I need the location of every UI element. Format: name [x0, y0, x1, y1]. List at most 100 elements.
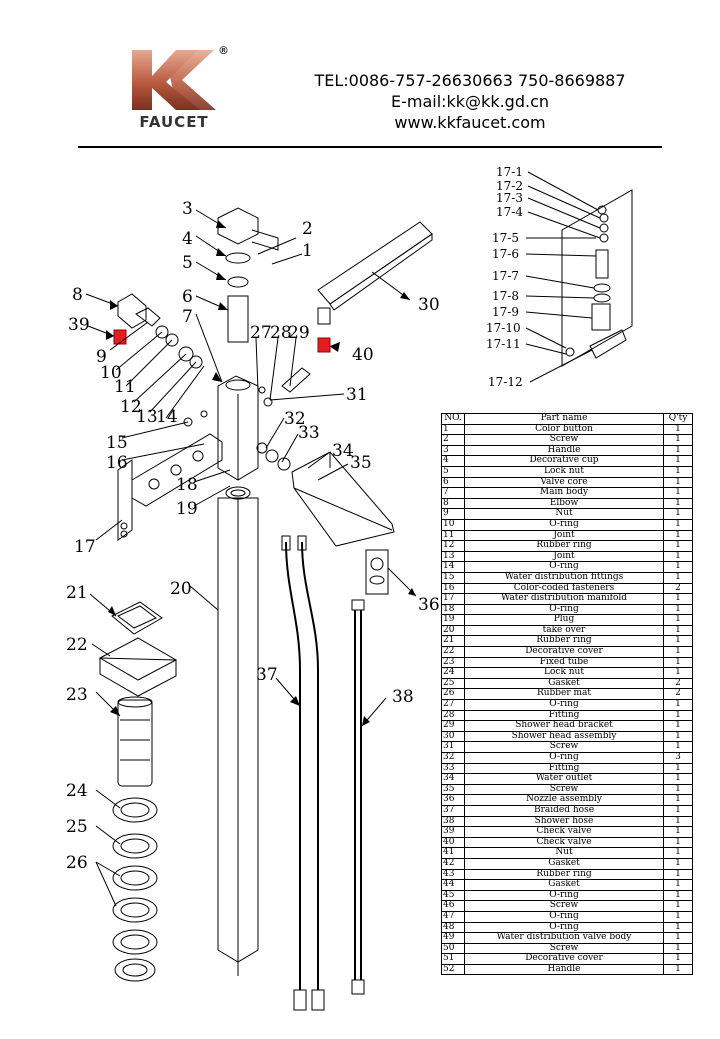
cell-no: 34 [441, 773, 465, 785]
cell-no: 37 [441, 804, 465, 817]
cell-qty: 1 [663, 804, 693, 817]
callout-6: 6 [182, 287, 193, 307]
valve-core [227, 295, 249, 343]
callout-21: 21 [66, 583, 88, 603]
cell-qty: 1 [663, 709, 693, 722]
callout-17-6: 17-6 [492, 247, 519, 261]
cell-qty: 1 [663, 444, 693, 457]
cell-name: Main body [464, 487, 664, 499]
callout-30: 30 [418, 295, 440, 315]
cell-no: 23 [441, 656, 465, 669]
cell-name: O-ring [464, 752, 664, 764]
cell-qty: 1 [663, 561, 693, 573]
cell-name: O-ring [464, 518, 664, 531]
cell-name: Elbow [464, 497, 664, 510]
cell-no: 3 [441, 444, 465, 457]
cell-qty: 1 [663, 624, 693, 637]
callout-35: 35 [350, 453, 372, 473]
callout-33: 33 [298, 423, 320, 443]
callout-40: 40 [352, 345, 374, 365]
cell-qty: 1 [663, 963, 693, 976]
cell-name: Check valve [464, 836, 664, 849]
cell-name: Rubber ring [464, 635, 664, 648]
contact-web[interactable]: www.kkfaucet.com [394, 113, 546, 132]
callout-17-1: 17-1 [496, 165, 523, 179]
cell-name: Screw [464, 942, 664, 955]
cell-name: Color button [464, 423, 664, 436]
cell-qty: 1 [663, 741, 693, 753]
callout-11: 11 [114, 377, 136, 397]
cell-no: 21 [441, 635, 465, 648]
cell-qty: 1 [663, 423, 693, 436]
cell-name: Handle [464, 444, 664, 457]
cell-qty: 1 [663, 699, 693, 711]
callout-38: 38 [392, 687, 414, 707]
cell-name: Nozzle assembly [464, 794, 664, 806]
cell-no: 29 [441, 720, 465, 732]
arrowheads [106, 220, 416, 726]
cell-no: 15 [441, 571, 465, 584]
cell-qty: 1 [663, 836, 693, 849]
callout-32: 32 [284, 409, 306, 429]
cell-name: Water distribution manifold [464, 593, 664, 605]
cell-name: Lock nut [464, 465, 664, 478]
cell-no: 32 [441, 752, 465, 764]
cell-qty: 1 [663, 455, 693, 467]
cell-no: 41 [441, 847, 465, 859]
column-body [217, 486, 259, 976]
contact-tel: TEL:0086-757-26630663 750-8669887 [314, 71, 626, 90]
cell-name: Screw [464, 783, 664, 796]
cell-name: Nut [464, 847, 664, 859]
cell-qty: 1 [663, 868, 693, 881]
callout-31: 31 [346, 385, 368, 405]
cell-name: O-ring [464, 699, 664, 711]
shower-head-assembly [317, 221, 433, 325]
cell-name: Valve core [464, 476, 664, 489]
cell-qty: 1 [663, 550, 693, 563]
callout-17-4: 17-4 [496, 205, 523, 219]
cell-name: O-ring [464, 921, 664, 934]
callout-28: 28 [270, 323, 292, 343]
cell-name: Water outlet [464, 773, 664, 785]
cell-qty: 1 [663, 826, 693, 838]
cell-no: 42 [441, 857, 465, 870]
cell-no: 7 [441, 487, 465, 499]
cell-no: 4 [441, 455, 465, 467]
cell-name: Gasket [464, 857, 664, 870]
cell-name: take over [464, 624, 664, 637]
cell-name: Rubber mat [464, 688, 664, 701]
cell-no: 30 [441, 730, 465, 743]
callout-29: 29 [288, 323, 310, 343]
cell-name: Decorative cover [464, 646, 664, 658]
cell-no: 11 [441, 529, 465, 542]
manifold-subassembly [561, 189, 633, 367]
cell-name: Plug [464, 614, 664, 626]
callout-26: 26 [66, 853, 88, 873]
cell-no: 28 [441, 709, 465, 722]
outlet-parts [256, 367, 395, 547]
callout-23: 23 [66, 685, 88, 705]
cell-name: Rubber ring [464, 868, 664, 881]
callout-17-5: 17-5 [492, 231, 519, 245]
cell-qty: 1 [663, 540, 693, 552]
callout-15: 15 [106, 433, 128, 453]
cell-name: O-ring [464, 561, 664, 573]
cell-no: 16 [441, 582, 465, 595]
cell-no: 25 [441, 677, 465, 690]
callout-17-7: 17-7 [492, 269, 519, 283]
